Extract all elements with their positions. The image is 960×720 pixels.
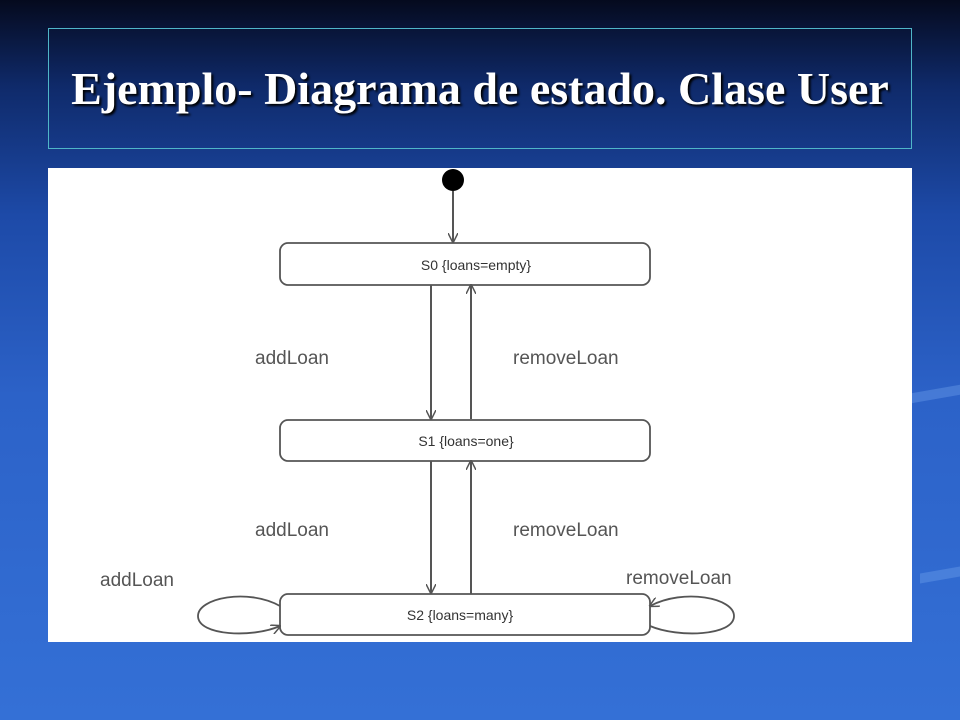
state-s2: S2 {loans=many} [279,593,651,636]
state-s1-label: S1 {loans=one} [418,433,514,449]
state-s1: S1 {loans=one} [279,419,651,462]
self-loop-add-label: addLoan [100,570,174,591]
transition-s0-s1-label: addLoan [255,348,329,369]
self-loop-remove-label: removeLoan [626,568,732,589]
state-s0-label: S0 {loans=empty} [421,257,531,273]
transition-s1-s2-label: addLoan [255,520,329,541]
self-loop-remove-arrow [650,595,735,635]
state-s0: S0 {loans=empty} [279,242,651,286]
transition-s1-s0-label: removeLoan [513,348,619,369]
slide-title-box: Ejemplo- Diagrama de estado. Clase User [48,28,912,149]
state-diagram-panel: S0 {loans=empty} addLoan removeLoan S1 {… [48,168,912,642]
slide-title: Ejemplo- Diagrama de estado. Clase User [71,62,889,114]
state-diagram: S0 {loans=empty} addLoan removeLoan S1 {… [100,169,735,636]
self-loop-add-arrow [197,595,280,635]
transition-s2-s1-label: removeLoan [513,520,619,541]
background-accent-stripe [920,566,960,584]
initial-state [442,169,464,191]
state-s2-label: S2 {loans=many} [407,607,514,623]
